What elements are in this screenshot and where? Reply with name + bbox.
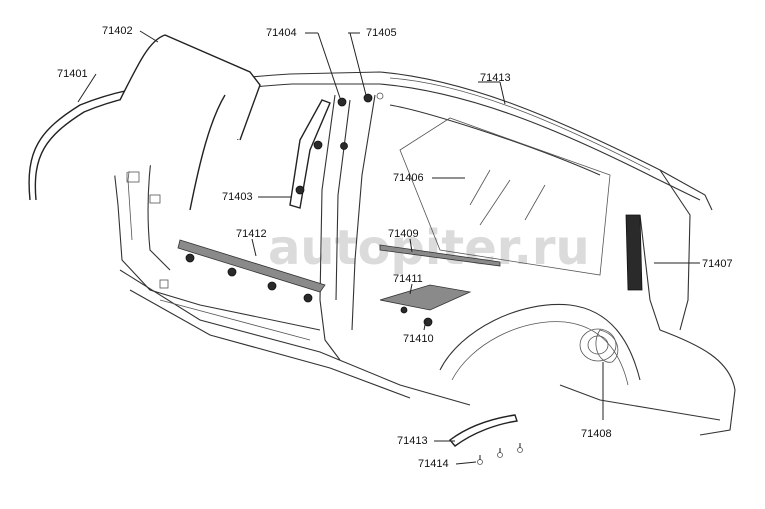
label-71408: 71408: [581, 428, 612, 440]
label-71406: 71406: [393, 172, 424, 184]
part-71409-strip: [379, 244, 501, 267]
label-71407: 71407: [702, 258, 733, 270]
label-71409: 71409: [388, 228, 419, 240]
part-71412-scuff-plate: [177, 239, 326, 293]
label-71413-top: 71413: [480, 72, 511, 84]
part-71413-roof-molding: [389, 77, 651, 171]
part-71405-clip: [363, 92, 384, 103]
label-71405: 71405: [366, 27, 397, 39]
leader-lines: [77, 30, 700, 465]
part-71412-clips: [185, 253, 313, 303]
label-71413-bottom: 71413: [397, 435, 428, 447]
label-71402: 71402: [102, 25, 133, 37]
part-71404-clips: [295, 97, 348, 195]
label-71404: 71404: [266, 27, 297, 39]
part-71411-sill-trim: [379, 284, 472, 311]
part-71403-pillar-trim: [289, 99, 331, 209]
label-71414: 71414: [418, 458, 449, 470]
part-71413-arch-molding: [448, 414, 518, 447]
part-71414-screws: [477, 443, 523, 465]
part-71408-fuel-lid: [579, 328, 617, 362]
label-71401: 71401: [57, 68, 88, 80]
label-71412: 71412: [236, 228, 267, 240]
label-71403: 71403: [222, 191, 253, 203]
part-71407-rear-trim: [625, 214, 643, 291]
label-71411: 71411: [393, 273, 423, 285]
label-71410: 71410: [403, 333, 434, 345]
part-71402-seal: [119, 34, 261, 141]
